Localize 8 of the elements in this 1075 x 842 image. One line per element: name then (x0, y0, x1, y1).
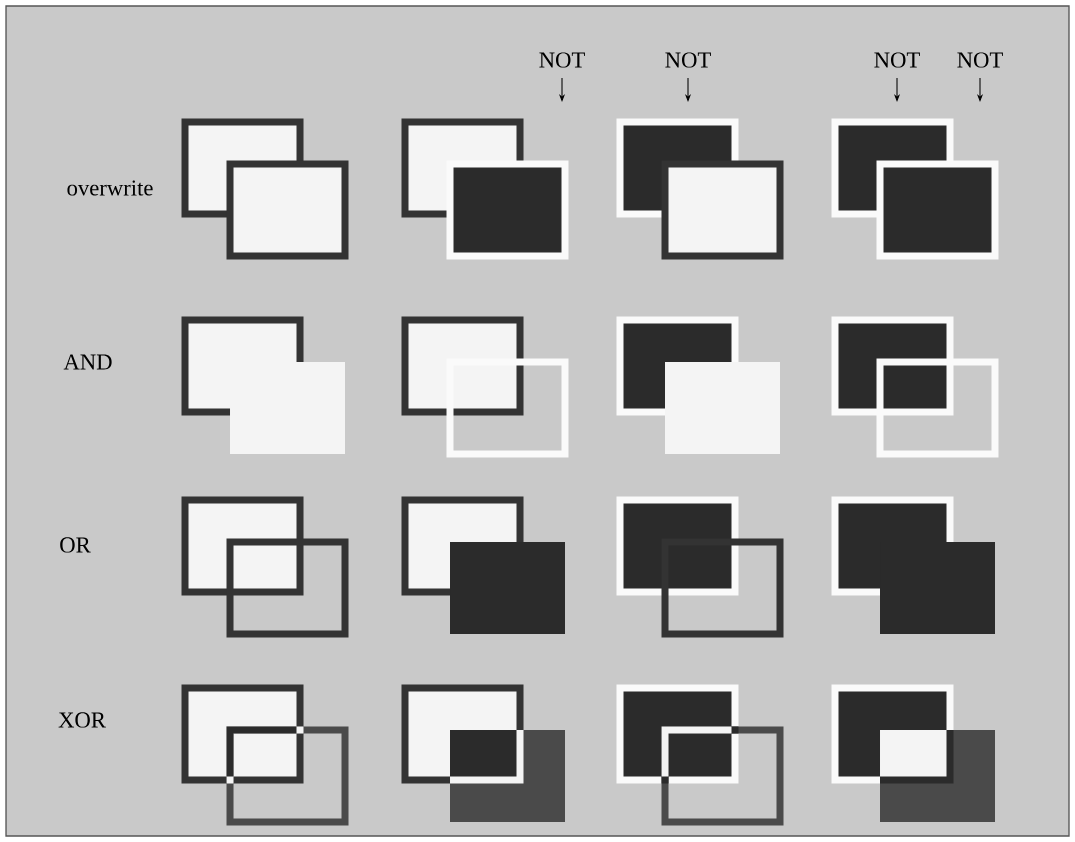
row-label: XOR (58, 712, 106, 728)
row-label: overwrite (67, 180, 153, 196)
row-label: AND (63, 354, 112, 370)
column-label: NOT (665, 52, 711, 68)
row-label: OR (60, 537, 91, 553)
column-label: NOT (957, 52, 1003, 68)
column-label: NOT (539, 52, 585, 68)
column-label: NOT (874, 52, 920, 68)
